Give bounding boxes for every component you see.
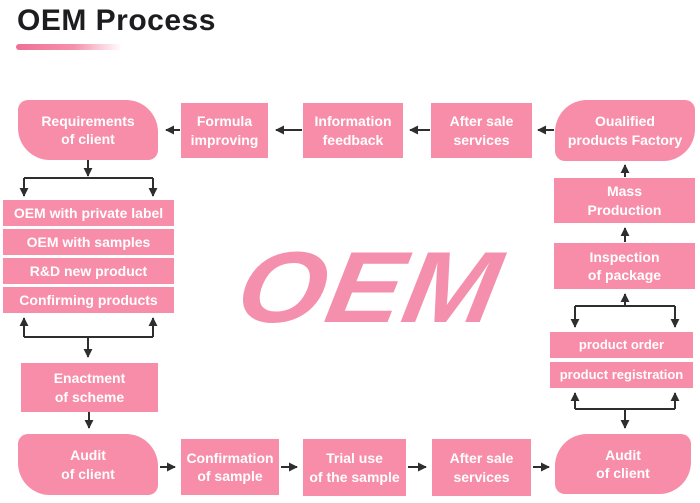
node-information-feedback: Information feedback [303, 103, 403, 158]
page-title: OEM Process [17, 4, 216, 37]
node-trial-use-of-sample: Trial use of the sample [303, 439, 406, 496]
node-oem-with-private-label: OEM with private label [3, 200, 174, 226]
node-rd-new-product: R&D new product [3, 258, 174, 284]
node-audit-of-client-left: Audit of client [18, 434, 158, 495]
node-product-order: product order [550, 332, 693, 358]
node-product-registration: product registration [550, 362, 693, 388]
node-after-sale-services-bottom: After sale services [432, 439, 531, 496]
node-mass-production: Mass Production [554, 178, 695, 223]
node-qualified-products-factory: Oualified products Factory [555, 100, 695, 161]
node-audit-of-client-right: Audit of client [555, 434, 691, 494]
node-enactment-of-scheme: Enactment of scheme [21, 363, 158, 412]
node-inspection-of-package: Inspection of package [554, 243, 695, 289]
node-after-sale-services-top: After sale services [431, 103, 532, 158]
node-requirements-of-client: Requirements of client [18, 100, 158, 160]
title-underline-accent [16, 44, 122, 50]
node-oem-with-samples: OEM with samples [3, 229, 174, 255]
node-formula-improving: Formula improving [181, 103, 268, 158]
node-confirmation-of-sample: Confirmation of sample [181, 439, 279, 495]
node-confirming-products: Confirming products [3, 287, 174, 313]
oem-logo: OEM [229, 231, 510, 344]
